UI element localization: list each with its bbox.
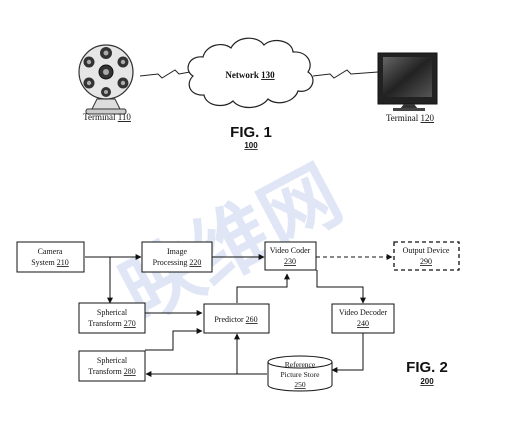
svg-text:Video Decoder: Video Decoder	[339, 308, 388, 317]
svg-text:Reference: Reference	[285, 360, 316, 369]
svg-text:Spherical: Spherical	[97, 308, 128, 317]
cloud-icon	[187, 37, 314, 109]
reference-picture-store-block: Reference Picture Store 250	[267, 355, 333, 392]
svg-text:Predictor 260: Predictor 260	[214, 315, 257, 324]
spherical-transform-280-block: Spherical Transform 280	[78, 350, 146, 382]
svg-text:System 210: System 210	[31, 258, 69, 267]
monitor-icon	[377, 52, 438, 111]
svg-text:Image: Image	[167, 247, 187, 256]
image-processing-block: Image Processing 220	[141, 241, 213, 273]
output-device-block: Output Device 290	[393, 241, 460, 271]
svg-text:230: 230	[284, 257, 296, 266]
video-coder-block: Video Coder 230	[264, 241, 317, 271]
svg-text:Spherical: Spherical	[97, 356, 128, 365]
fig1-title: FIG. 1	[230, 124, 272, 141]
svg-text:290: 290	[420, 257, 432, 266]
video-decoder-block: Video Decoder 240	[331, 303, 395, 334]
svg-text:Output Device: Output Device	[403, 246, 450, 255]
svg-text:Picture Store: Picture Store	[281, 370, 321, 379]
svg-text:Processing 220: Processing 220	[153, 258, 202, 267]
terminal-110-label: Terminal 110	[83, 112, 131, 122]
fig2-connectors	[85, 254, 393, 377]
predictor-block: Predictor 260	[203, 303, 270, 334]
fig2-title: FIG. 2	[406, 359, 448, 376]
spherical-transform-270-block: Spherical Transform 270	[78, 302, 146, 334]
svg-text:Transform 270: Transform 270	[88, 319, 135, 328]
fig1-number: 100	[244, 141, 258, 150]
svg-text:240: 240	[357, 319, 369, 328]
fig2-number: 200	[420, 377, 434, 386]
wireless-link-left	[139, 69, 191, 79]
terminal-120-label: Terminal 120	[386, 113, 435, 123]
svg-text:Video Coder: Video Coder	[270, 246, 311, 255]
spherical-camera-icon	[78, 44, 134, 115]
camera-system-block: Camera System 210	[16, 241, 85, 273]
svg-text:250: 250	[294, 380, 306, 389]
wireless-link-right	[312, 69, 379, 79]
svg-text:Camera: Camera	[38, 247, 63, 256]
svg-text:Transform 280: Transform 280	[88, 367, 135, 376]
network-130-label: Network 130	[225, 70, 275, 80]
